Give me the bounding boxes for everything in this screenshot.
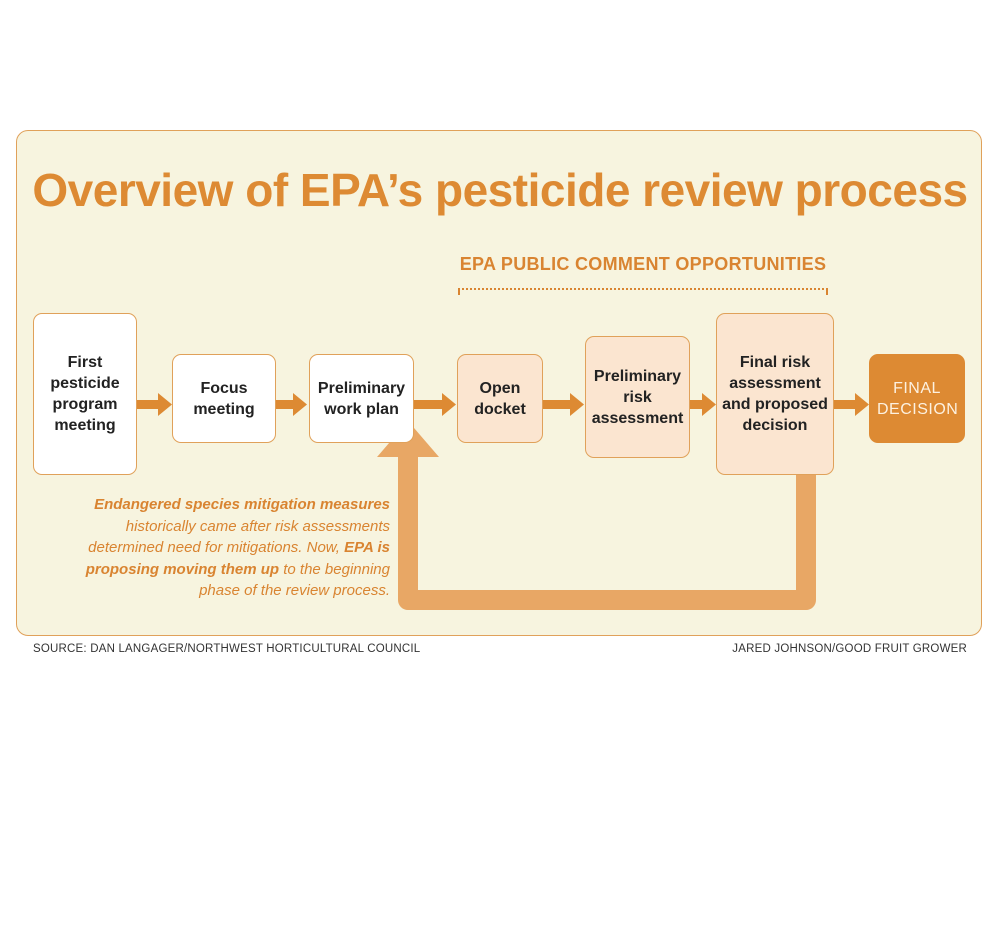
diagram-title: Overview of EPA’s pesticide review proce… xyxy=(32,164,968,216)
step-label: First pesticide program meeting xyxy=(50,354,120,434)
graphic-credit: JARED JOHNSON/GOOD FRUIT GROWER xyxy=(732,643,967,655)
comment-opportunities-label: EPA PUBLIC COMMENT OPPORTUNITIES xyxy=(459,254,827,274)
step-preliminary-risk-assessment: Preliminary risk assessment xyxy=(585,336,690,458)
step-preliminary-work-plan: Preliminary work plan xyxy=(309,354,414,443)
step-label: Open docket xyxy=(474,379,526,418)
arrow-3 xyxy=(409,393,456,416)
note-emphasis-1: Endangered species mitigation measures xyxy=(94,496,390,513)
step-open-docket: Open docket xyxy=(457,354,543,443)
arrow-5 xyxy=(680,393,716,416)
arrow-1 xyxy=(129,393,172,416)
arrow-6 xyxy=(832,393,869,416)
step-label: Preliminary work plan xyxy=(317,379,406,418)
comment-range-bracket xyxy=(458,288,828,297)
arrow-4 xyxy=(537,393,584,416)
step-label: Preliminary risk assessment xyxy=(591,367,684,427)
note-text-2: to the beginning phase of the review pro… xyxy=(199,560,390,600)
arrow-2 xyxy=(272,393,307,416)
step-label: Final risk assessment and proposed decis… xyxy=(722,354,828,434)
source-credit: SOURCE: DAN LANGAGER/NORTHWEST HORTICULT… xyxy=(33,643,421,655)
mitigation-note: Endangered species mitigation measures h… xyxy=(60,494,390,602)
loop-arrow xyxy=(398,455,816,610)
step-first-meeting: First pesticide program meeting xyxy=(33,313,137,475)
step-final-decision: FINAL DECISION xyxy=(869,354,965,443)
step-label: Focus meeting xyxy=(193,379,255,418)
note-text-1: historically came after risk assessments… xyxy=(88,517,390,557)
step-focus-meeting: Focus meeting xyxy=(172,354,276,443)
step-final-risk-assessment: Final risk assessment and proposed decis… xyxy=(716,313,834,475)
step-label: FINAL DECISION xyxy=(877,379,959,418)
note-emphasis-2: EPA is proposing moving them up xyxy=(85,539,390,578)
